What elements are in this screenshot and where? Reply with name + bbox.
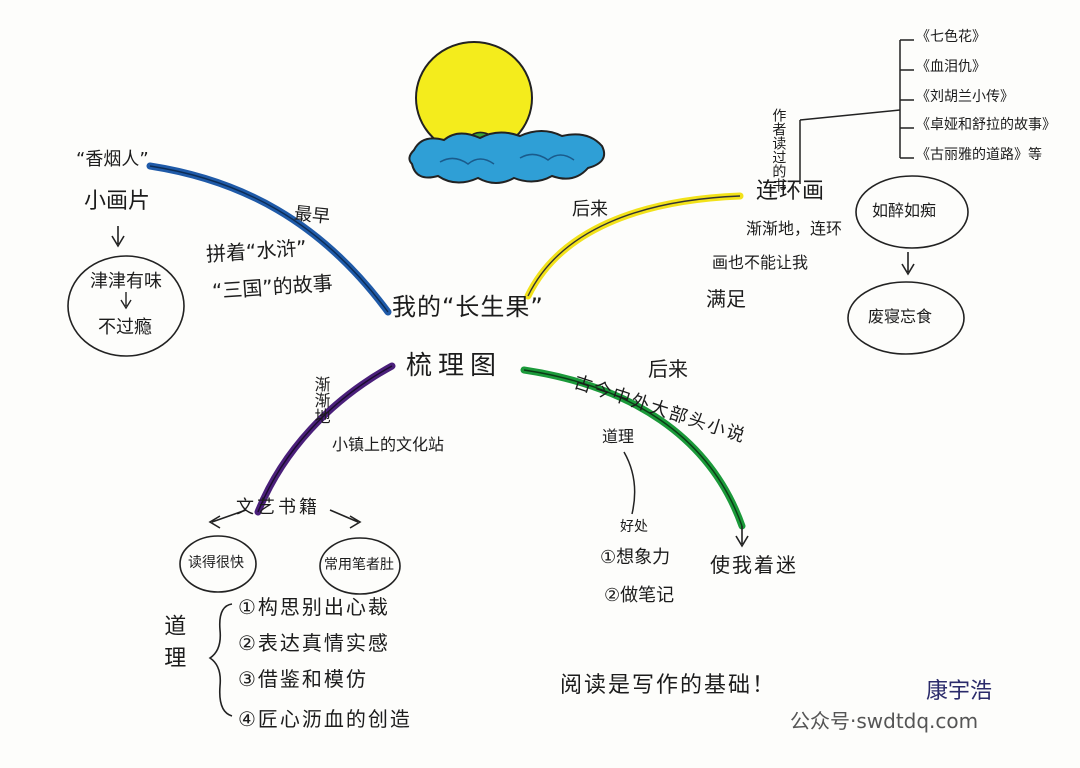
arrow-books-right <box>329 509 362 529</box>
oval-purple-right <box>319 537 401 595</box>
green-benefit-2: ②做笔记 <box>604 585 675 606</box>
reason-link <box>623 451 636 515</box>
yellow-book-5: 《古丽雅的道路》等 <box>916 147 1042 163</box>
branch-line-yellow <box>524 192 744 300</box>
purple-books: 文艺书籍 <box>236 497 320 518</box>
books-brace <box>799 39 914 159</box>
yellow-book-4: 《卓娅和舒拉的故事》 <box>916 117 1056 133</box>
purple-shop: 小镇上的文化站 <box>332 435 445 454</box>
yellow-oval-top-text: 如醉如痴 <box>872 201 937 220</box>
oval-yellow-top <box>855 175 969 249</box>
center-subtitle: 梳理图 <box>406 351 503 381</box>
principle-item-2: ②表达真情实感 <box>238 631 390 655</box>
blue-result-bottom: 不过瘾 <box>98 317 152 338</box>
blue-result-top: 津津有味 <box>90 271 162 292</box>
principle-item-3: ③借鉴和模仿 <box>238 667 368 691</box>
yellow-book-1: 《七色花》 <box>916 29 986 45</box>
purple-oval-left-text: 读得很快 <box>188 555 244 571</box>
arrow-green-end <box>735 526 749 548</box>
green-benefit-1: ①想象力 <box>600 547 671 568</box>
green-effect: 使我着迷 <box>710 553 798 577</box>
cloud-curl-2 <box>519 153 575 161</box>
oval-purple-left <box>179 535 257 593</box>
yellow-gradually-1: 渐渐地，连环 <box>746 219 843 238</box>
green-benefits-title: 好处 <box>620 519 648 535</box>
yellow-book-2: 《血泪仇》 <box>916 59 986 75</box>
arrow-yellow-ovals <box>901 252 915 276</box>
principle-item-4: ④匠心沥血的创造 <box>238 707 412 731</box>
principle-item-1: ①构思别出心裁 <box>238 595 390 619</box>
oval-yellow-bottom <box>847 281 965 355</box>
purple-oval-right-text: 常用笔者肚 <box>324 557 394 573</box>
conclusion-text: 阅读是写作的基础！ <box>560 673 777 698</box>
watermark: 公众号·swdtdq.com <box>790 709 979 733</box>
arrow-pictures-to-result <box>111 226 125 248</box>
yellow-gradually-3: 满足 <box>706 287 746 311</box>
green-reason: 道理 <box>602 427 635 446</box>
yellow-tag: 后来 <box>572 199 608 220</box>
yellow-side-note: 作者读过的书 <box>770 108 787 192</box>
signature: 康宇浩 <box>926 679 993 704</box>
yellow-oval-bottom-text: 废寝忘食 <box>868 307 933 326</box>
cloud-curl-1 <box>439 157 495 165</box>
principle-brace <box>208 603 233 717</box>
blue-tag: 最早 <box>293 203 332 228</box>
principle-label: 道理 <box>160 614 186 678</box>
center-title: 我的“长生果” <box>392 293 544 321</box>
blue-pictures-line2: 小画片 <box>84 189 151 214</box>
blue-pictures-line1: “香烟人” <box>76 149 149 170</box>
green-tag: 后来 <box>648 357 688 381</box>
purple-tag: 渐渐地 <box>311 376 331 424</box>
yellow-book-3: 《刘胡兰小传》 <box>916 89 1014 105</box>
cloud-shape <box>408 130 606 184</box>
yellow-title: 连环画 <box>756 179 826 204</box>
arrow-books-left <box>208 509 247 529</box>
oval-blue-result <box>67 255 185 357</box>
yellow-gradually-2: 画也不能让我 <box>712 253 809 272</box>
arrow-result-inner <box>120 292 132 310</box>
